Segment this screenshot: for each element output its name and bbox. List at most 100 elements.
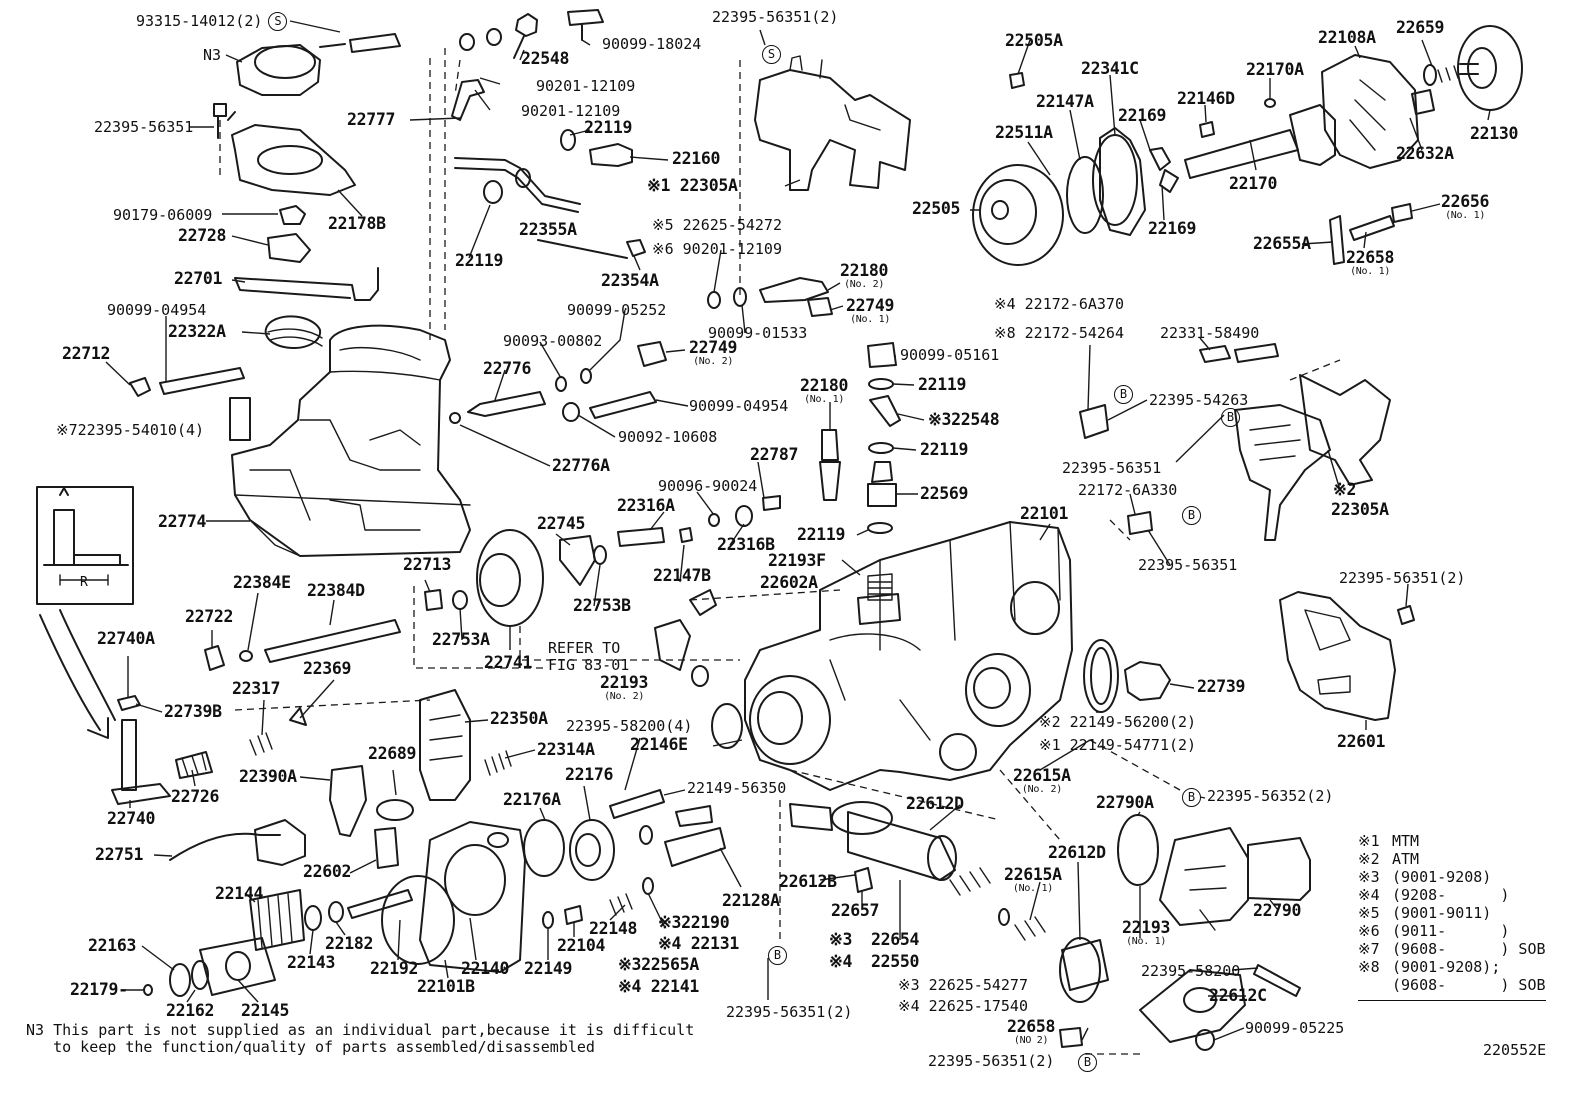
cover-assembly-drawing [129,33,401,441]
part-number-text: 22119 [797,525,846,544]
part-label-p93: 22101B [417,978,475,995]
part-label-p8: 90099-04954 [107,302,206,318]
part-number-text: 22612D [1048,843,1106,862]
part-label-p49: 22193F [768,552,826,569]
part-number-text: ※4 22131 [658,934,739,953]
part-label-p55: 22384D [307,582,365,599]
part-label-p131: 22790A [1096,794,1154,811]
part-label-p9: 22322A [168,323,226,340]
part-label-p16: 90201-12109 [521,103,620,119]
part-number-text: 22128A [722,891,780,910]
part-number-text: 22505A [1005,31,1063,50]
part-number-text: 22740 [107,809,156,828]
part-label-p108: 22170 [1229,175,1277,192]
part-number-text: 22722 [185,607,234,626]
part-label-p113: 22658(No. 1) [1346,249,1394,277]
part-label-p33: 22776 [483,360,531,377]
part-number-text: 90096-90024 [658,477,758,495]
part-sub-label: (NO 2) [1013,1035,1049,1046]
part-label-p45: 22316A [617,496,675,515]
part-number-text: 22193 [1122,918,1171,937]
part-number-text: 22655A [1253,234,1311,253]
part-number-text: 22119 [920,440,969,459]
part-label-p41: 22119 [920,440,969,459]
inset-dimension-label: R [80,575,88,590]
figure-code: 220552E [1483,1041,1547,1059]
part-label-p37: 90099-05161 [900,347,999,363]
part-sub-label: (No. 1) [1012,883,1053,894]
part-number-text: 22395-56351 [1138,556,1238,574]
part-number-text: 22701 [174,269,223,288]
part-number-text: 22505 [912,199,961,218]
part-label-p90: 22149 [524,960,572,977]
part-label-p61: 22193(No. 2) [600,674,648,702]
lever-parts-drawing [111,689,512,869]
part-number-text: 22395-58200 [1141,962,1241,980]
circled-mark-icon: S [268,12,288,31]
part-label-p18: 22119 [584,119,632,136]
part-label-p116: 22331-58490 [1160,325,1259,341]
part-number-text: ※8 22172-54264 [994,324,1124,342]
part-label-p65: 22739B [164,703,222,720]
part-number-text: ※4 22172-6A370 [994,295,1124,313]
reference-mark-c5: B [1182,788,1201,807]
part-label-p114: ※4 22172-6A370 [994,296,1124,312]
part-label-p27: 22180(No. 2) [840,262,888,290]
reference-mark-c2: B [1114,385,1133,404]
part-number-text: 22169 [1118,106,1167,125]
part-number-text: 22316A [617,496,675,515]
part-number-text: 22728 [178,226,227,245]
part-number-text: 22147B [653,566,711,585]
part-number-text: 22146E [630,735,688,754]
part-number-text: 22774 [158,512,207,531]
part-number-text: 22160 [672,149,721,168]
part-label-p125: 22739 [1197,677,1246,696]
part-label-p141: ※4 [829,953,852,970]
part-number-text: ※4 22625-17540 [898,997,1028,1015]
part-number-text: 90201-12109 [521,102,621,120]
part-number-text: 22632A [1396,144,1454,163]
part-label-p122: 22101 [1020,505,1068,522]
part-label-p7: 22701 [174,269,223,288]
part-label-p106: 22130 [1470,125,1518,142]
legend-row: ※6(9011- ) [1358,922,1548,940]
part-label-p19: 22160 [672,149,721,168]
part-number-text: 90099-05252 [567,301,667,319]
part-number-text: N3 [203,46,222,64]
part-label-p88: 22192 [370,960,418,977]
distributor-head-drawing [143,703,743,997]
part-number-text: 22355A [519,220,577,239]
part-number-text: 22146D [1177,89,1235,108]
timer-and-solenoid-drawing [789,801,1311,1051]
legend-text: (9001-9208); [1392,958,1501,976]
part-label-p42: 22787 [750,446,798,463]
part-label-p26: ※6 90201-12109 [652,241,782,257]
part-sub-label: (No. 1) [804,394,845,405]
part-number-text: 22178B [328,214,386,233]
part-label-p46: 22745 [537,515,585,532]
part-number-text: 22739 [1197,677,1246,696]
part-label-p15: 90201-12109 [536,78,635,94]
part-label-p17: 22777 [347,111,395,128]
part-label-p21: 22119 [455,252,503,269]
part-number-text: 22395-56351(2) [928,1052,1055,1070]
part-number-text: 22548 [521,49,570,68]
part-label-p111: 22656(No. 1) [1441,193,1489,221]
part-label-p83: 22163 [88,937,136,954]
legend-row: ※5(9001-9011) [1358,904,1548,922]
part-label-p40: ※322548 [928,411,1000,428]
leader-lines [105,20,1491,1041]
plug-and-plate-drawing [1083,591,1415,721]
part-number-text: 22395-54263 [1149,391,1249,409]
part-number-text: 22511A [995,123,1053,142]
part-number-text: 22601 [1337,732,1386,751]
part-label-p11: ※722395-54010(4) [56,422,204,438]
part-number-text: 22753A [432,630,490,649]
part-label-p14: 90099-18024 [602,36,701,52]
part-number-text: 22180 [800,376,849,395]
part-label-p54: 22384E [233,574,291,591]
legend-mark: ※2 [1358,850,1380,868]
part-number-text: 22776A [552,456,610,475]
part-number-text: 22140 [461,959,510,978]
part-label-p103: 22108A [1318,29,1376,46]
